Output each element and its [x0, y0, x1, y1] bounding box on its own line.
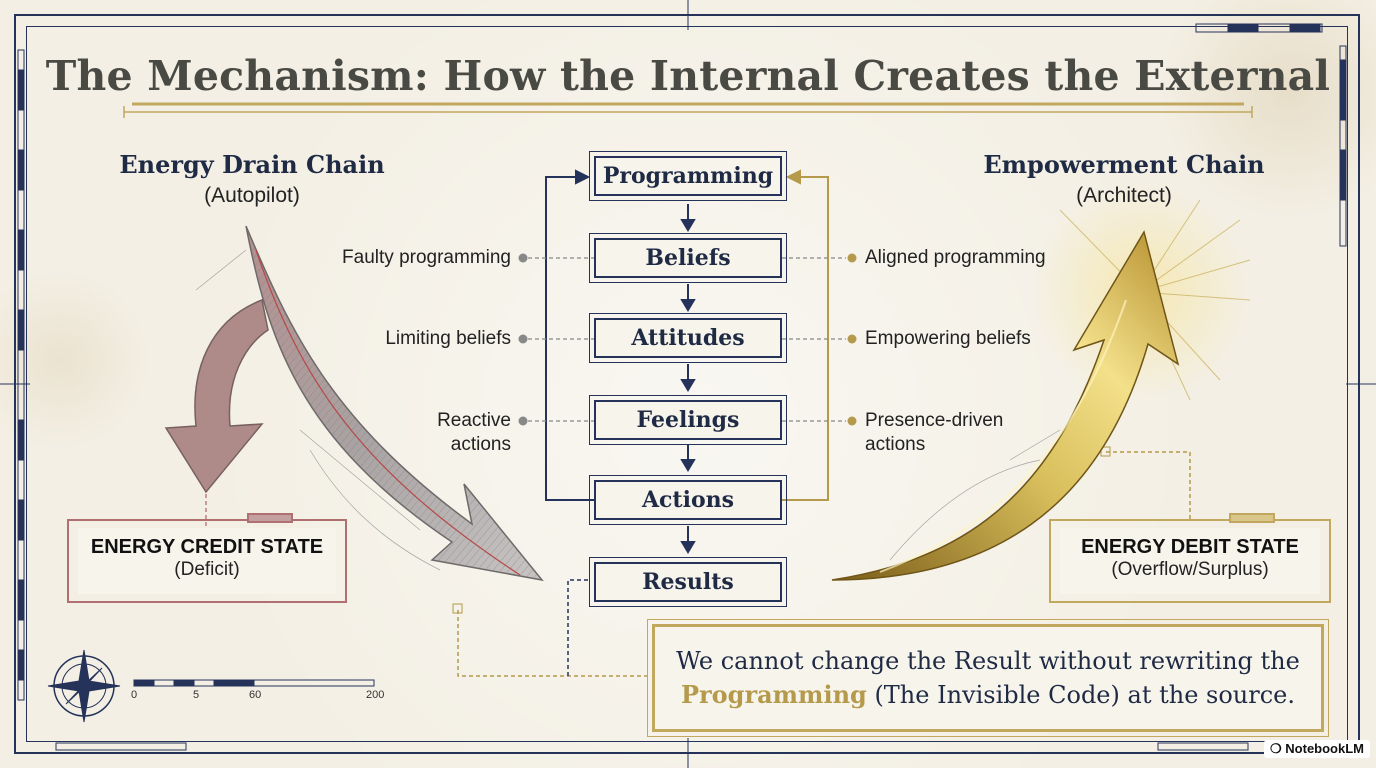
- scale-bar: [133, 679, 375, 687]
- label-empowering-beliefs: Empowering beliefs: [865, 328, 1031, 349]
- left-chain-title: Energy Drain Chain: [119, 150, 385, 179]
- small-marker-left: [452, 603, 463, 614]
- scale-label-0: 0: [131, 689, 138, 701]
- notebooklm-badge: ❍ NotebookLM: [1264, 740, 1370, 758]
- right-state-frame: [1049, 513, 1331, 603]
- label-reactive-actions: Reactive actions: [437, 410, 511, 455]
- right-state-connector: [1106, 451, 1191, 520]
- empower-arrow: [831, 230, 1180, 581]
- step-results: Results: [589, 557, 787, 607]
- drain-branch-arrow: [164, 298, 269, 494]
- energy-debit-state-box: ENERGY DEBIT STATE (Overflow/Surplus): [1060, 528, 1320, 594]
- step-feelings: Feelings: [589, 395, 787, 445]
- compass-rose-icon: [47, 649, 121, 723]
- right-chain-title: Empowerment Chain: [983, 150, 1265, 179]
- energy-debit-state-subtitle: (Overflow/Surplus): [1111, 559, 1269, 580]
- drain-arrow: [245, 225, 544, 582]
- page-title: The Mechanism: How the Internal Creates …: [45, 52, 1331, 100]
- label-aligned-programming: Aligned programming: [865, 247, 1046, 268]
- quote-highlight: Programming: [680, 680, 867, 709]
- step-beliefs: Beliefs: [589, 233, 787, 283]
- left-state-frame: [67, 513, 347, 603]
- energy-debit-state-title: ENERGY DEBIT STATE: [1081, 536, 1299, 558]
- energy-credit-state-subtitle: (Deficit): [174, 559, 240, 580]
- quote-box: We cannot change the Result without rewr…: [647, 619, 1329, 737]
- right-chain-subtitle: (Architect): [1076, 184, 1172, 207]
- scale-label-200: 200: [366, 689, 385, 701]
- step-attitudes: Attitudes: [589, 313, 787, 363]
- label-connectors: [528, 257, 846, 422]
- quote-text: We cannot change the Result without rewr…: [676, 644, 1300, 712]
- energy-credit-state-box: ENERGY CREDIT STATE (Deficit): [78, 528, 336, 594]
- scale-label-5: 5: [193, 689, 200, 701]
- label-presence-driven-actions: Presence-driven actions: [865, 410, 1004, 455]
- step-arrows: [680, 204, 696, 554]
- brand-label: NotebookLM: [1285, 741, 1364, 756]
- notebooklm-icon: ❍: [1270, 741, 1282, 756]
- step-programming: Programming: [589, 151, 787, 201]
- label-dots: [518, 253, 857, 426]
- gold-feedback-loop: [782, 169, 829, 501]
- quote-before: We cannot change the Result without rewr…: [676, 647, 1300, 675]
- drafting-lines: [195, 249, 1061, 571]
- quote-connector: [457, 579, 650, 677]
- scale-label-60: 60: [249, 689, 262, 701]
- quote-after: (The Invisible Code) at the source.: [874, 681, 1295, 709]
- label-faulty-programming: Faulty programming: [342, 247, 511, 268]
- left-chain-subtitle: (Autopilot): [204, 184, 300, 207]
- step-actions: Actions: [589, 475, 787, 525]
- title-underline: [123, 102, 1253, 118]
- label-limiting-beliefs: Limiting beliefs: [385, 328, 511, 349]
- navy-feedback-loop: [545, 169, 594, 501]
- energy-credit-state-title: ENERGY CREDIT STATE: [90, 536, 324, 558]
